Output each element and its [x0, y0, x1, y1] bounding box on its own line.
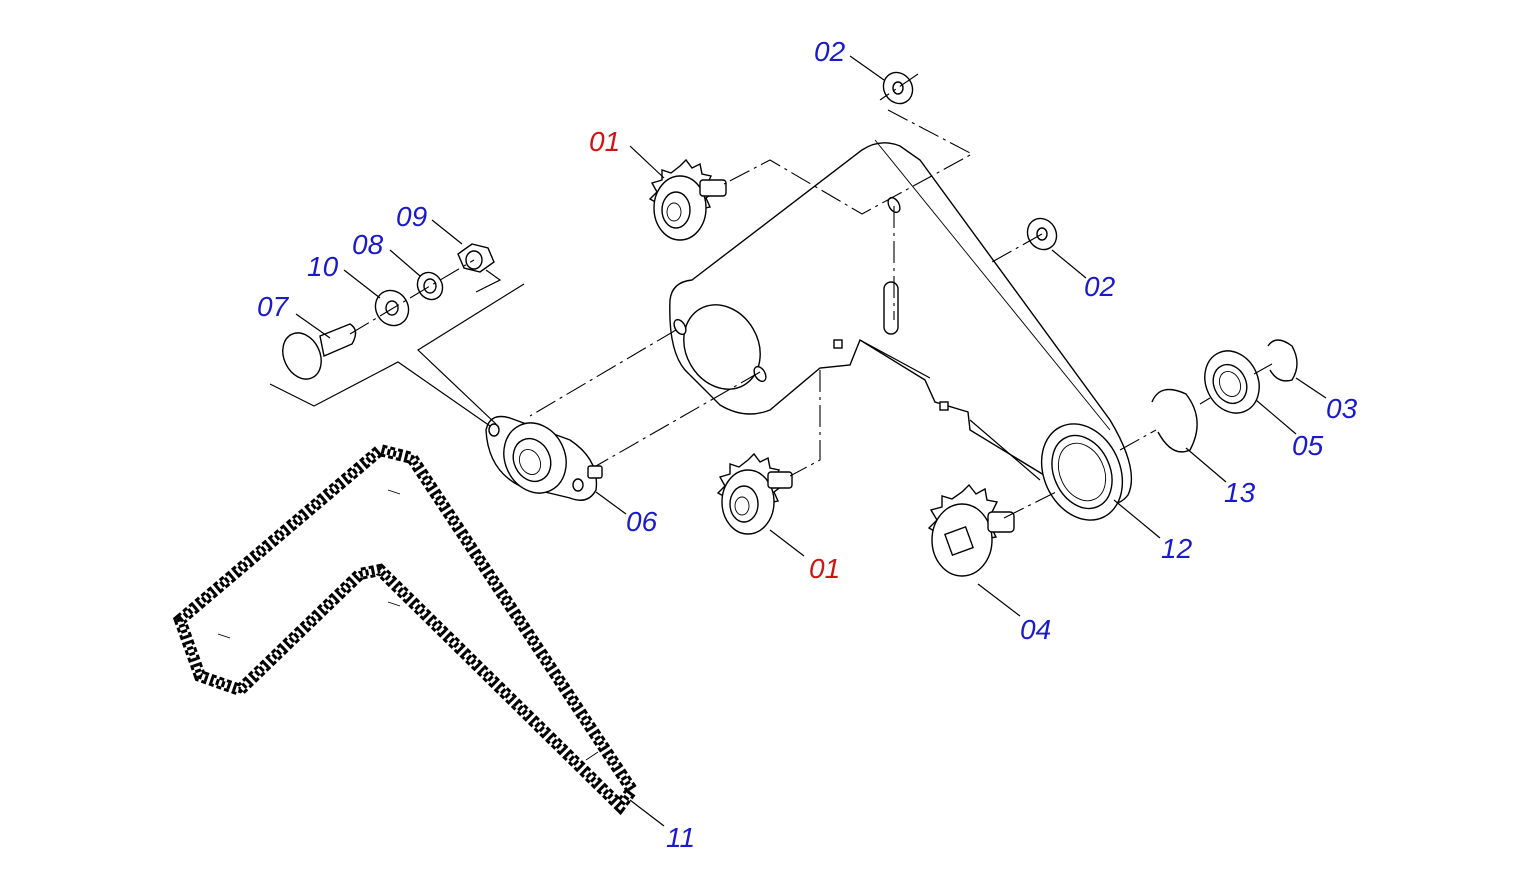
sprocket-01-top [648, 158, 727, 241]
nut-09 [457, 243, 495, 273]
callout-05: 05 [1292, 430, 1324, 461]
callout-01-top: 01 [589, 126, 620, 157]
circlip-13 [1151, 388, 1198, 453]
washer-02-top [882, 71, 914, 105]
callout-12: 12 [1161, 533, 1193, 564]
bolt-07 [282, 323, 357, 380]
lock-washer-08 [416, 271, 444, 301]
sprocket-01-bottom [716, 452, 793, 535]
callout-02-top: 02 [814, 36, 846, 67]
sprocket-04 [927, 483, 1015, 577]
callout-01-bottom: 01 [809, 553, 840, 584]
callout-04: 04 [1020, 614, 1051, 645]
tensioner-bracket-plate [669, 139, 1133, 506]
callout-09: 09 [396, 201, 427, 232]
bearing-05 [1204, 350, 1260, 414]
callout-06: 06 [626, 506, 658, 537]
callout-03: 03 [1326, 393, 1358, 424]
washer-10 [374, 289, 410, 327]
callout-10: 10 [307, 251, 339, 282]
bearing-housing-12 [1040, 423, 1124, 521]
circlip-03 [1267, 339, 1298, 382]
callout-labels: 02 01 09 08 10 07 02 03 05 13 06 12 01 0… [257, 36, 1358, 853]
callout-13: 13 [1224, 477, 1256, 508]
callout-07: 07 [257, 291, 290, 322]
assembly-axis-lines [269, 73, 1273, 519]
leader-lines [295, 55, 1327, 827]
callout-11: 11 [666, 822, 695, 853]
callout-08: 08 [352, 229, 384, 260]
flange-bearing-06 [485, 415, 603, 501]
chain-11 [172, 443, 640, 816]
callout-02-right: 02 [1084, 271, 1116, 302]
